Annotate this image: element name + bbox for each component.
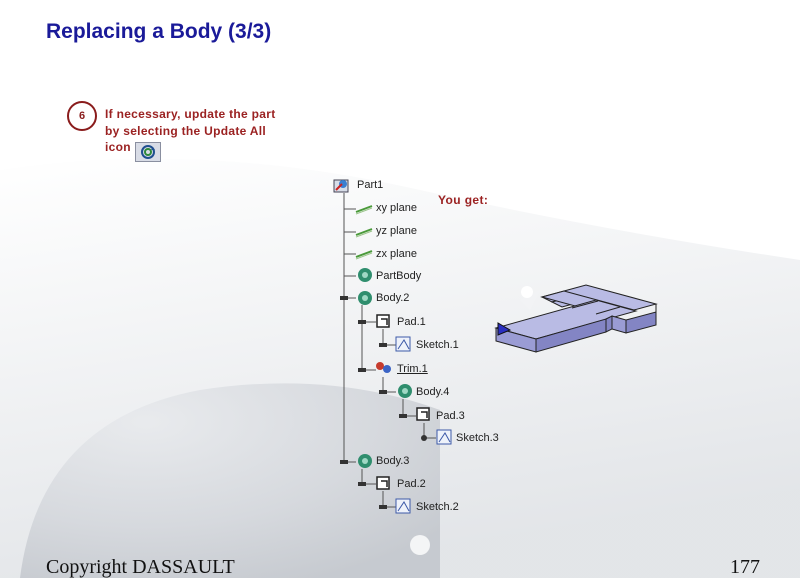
update-all-icon[interactable] (135, 142, 161, 162)
pad-icon (376, 476, 390, 490)
tree-node-xy-plane[interactable]: xy plane (376, 202, 417, 214)
tree-node-body-2[interactable]: Body.2 (376, 292, 410, 304)
sketch-icon (395, 336, 411, 352)
trim-icon (376, 362, 391, 373)
tree-node-partbody[interactable]: PartBody (376, 270, 422, 282)
tree-node-pad-3[interactable]: Pad.3 (436, 410, 465, 422)
sketch-icon (436, 429, 452, 445)
step-number-badge: 6 (67, 101, 97, 131)
footer-copyright: Copyright DASSAULT (46, 556, 235, 578)
tree-node-pad-2[interactable]: Pad.2 (397, 478, 426, 490)
plane-icon (355, 205, 373, 215)
tree-node-sketch-1[interactable]: Sketch.1 (416, 339, 459, 351)
tree-node-pad-1[interactable]: Pad.1 (397, 316, 426, 328)
page-number: 177 (730, 556, 760, 578)
tree-node-body-4[interactable]: Body.4 (416, 386, 450, 398)
tree-node-part1[interactable]: Part1 (357, 179, 384, 191)
slide-title: Replacing a Body (3/3) (46, 20, 272, 43)
plane-icon (355, 250, 373, 260)
pad-icon (416, 407, 430, 421)
body-icon (358, 268, 372, 282)
tree-node-trim-1[interactable]: Trim.1 (397, 363, 428, 375)
body-icon (358, 454, 372, 468)
step-line: by selecting the Update All (105, 123, 267, 138)
step-line: icon (105, 140, 131, 154)
body-icon (358, 291, 372, 305)
part-icon (333, 179, 349, 193)
tree-node-yz-plane[interactable]: yz plane (376, 225, 417, 237)
step-line: If necessary, update the part (105, 107, 276, 121)
plane-icon (355, 228, 373, 238)
result-label: You get: (438, 193, 489, 207)
part-3d-model (494, 284, 658, 353)
step-instruction: If necessary, update the part by selecti… (105, 106, 305, 156)
sketch-icon (395, 498, 411, 514)
body-icon (398, 384, 412, 398)
tree-node-zx-plane[interactable]: zx plane (376, 248, 417, 260)
tree-node-sketch-3[interactable]: Sketch.3 (456, 432, 499, 444)
tree-node-body-3[interactable]: Body.3 (376, 455, 410, 467)
tree-node-sketch-2[interactable]: Sketch.2 (416, 501, 459, 513)
pad-icon (376, 314, 390, 328)
